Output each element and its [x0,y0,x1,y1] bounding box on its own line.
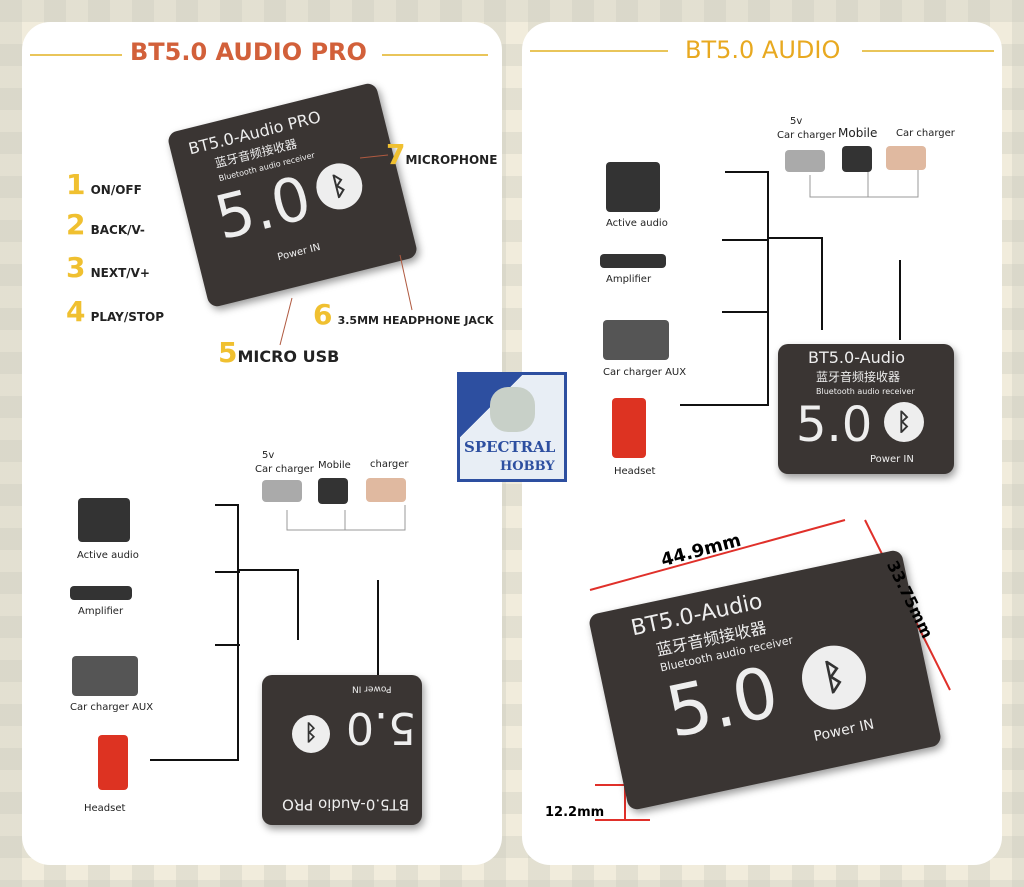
car-charger-image [785,150,825,172]
speaker-image [606,162,660,212]
left-title: BT5.0 AUDIO PRO [130,38,367,66]
robot-head-graphic [490,387,535,432]
device-model: BT5.0-Audio PRO [282,795,410,814]
device-big: 5.0 [796,397,873,453]
source-label: Car charger AUX [70,702,154,713]
callout-label: MICROPHONE [405,153,498,167]
title-rule [862,50,994,52]
charger-image [886,146,926,170]
bluetooth-icon: ᛒ [292,715,330,753]
callout-label: MICRO USB [237,347,340,366]
power-label: charger [370,459,409,470]
callout-label: BACK/V- [90,223,145,237]
callout-label: PLAY/STOP [90,310,165,324]
title-rule [530,50,668,52]
device-big: 5.0 [346,702,416,753]
source-label: Car charger AUX [603,367,687,378]
logo-line2: HOBBY [500,459,555,474]
mobile-charger-image [318,478,348,504]
callout-number: 5 [218,336,238,369]
device-en: Bluetooth audio receiver [816,387,915,396]
right-title: BT5.0 AUDIO [685,36,841,64]
bluetooth-icon: ᛒ [884,402,924,442]
audio-device: BT5.0-Audio 蓝牙音频接收器 Bluetooth audio rece… [778,344,954,474]
logo-line1: SPECTRAL [464,438,556,456]
device-power: Power IN [352,683,392,694]
callout-number: 7 [386,138,406,171]
callout-label: 3.5MM HEADPHONE JACK [337,314,494,327]
device-cn: 蓝牙音频接收器 [816,370,901,384]
headset-image [98,735,128,790]
callout-label: NEXT/V+ [90,266,150,280]
bluetooth-icon: ᛒ [796,639,872,716]
callout-4: 4 PLAY/STOP [66,295,164,328]
power-label: Car charger [896,128,955,139]
callout-5: 5MICRO USB [218,336,339,369]
callout-label: ON/OFF [90,183,142,197]
power-label: Car charger [255,464,314,475]
device-model: BT5.0-Audio [808,348,906,367]
amplifier-image [70,586,132,600]
headset-image [612,398,646,458]
callout-1: 1 ON/OFF [66,168,142,201]
power-5v-label: 5v [262,450,275,461]
dimension-height: 12.2mm [545,805,605,820]
car-charger-image [262,480,302,502]
source-label: Amplifier [606,274,652,285]
car-stereo-image [72,656,138,696]
title-rule [30,54,122,56]
callout-7: 7MICROPHONE [386,138,497,171]
spectral-hobby-logo: SPECTRAL HOBBY [457,372,567,482]
title-rule [382,54,488,56]
power-5v-label: 5v [790,116,803,127]
source-label: Active audio [77,550,139,561]
amplifier-image [600,254,666,268]
power-label: Car charger [777,130,836,141]
mobile-charger-image [842,146,872,172]
device-power: Power IN [812,716,876,745]
source-label: Headset [614,466,656,477]
charger-image [366,478,406,502]
speaker-image [78,498,130,542]
callout-number: 4 [66,295,86,328]
source-label: Headset [84,803,126,814]
pro-device-back: BT5.0-Audio PRO 5.0 ᛒ Power IN [262,675,422,825]
source-label: Active audio [606,218,668,229]
device-power: Power IN [870,454,914,465]
power-label: Mobile [838,126,878,140]
callout-3: 3 NEXT/V+ [66,251,150,284]
callout-number: 6 [313,298,333,331]
car-stereo-image [603,320,669,360]
power-label: Mobile [318,460,351,471]
callout-6: 6 3.5MM HEADPHONE JACK [313,298,494,331]
callout-number: 2 [66,208,86,241]
callout-2: 2 BACK/V- [66,208,145,241]
callout-number: 3 [66,251,86,284]
device-big: 5.0 [659,650,786,755]
source-label: Amplifier [78,606,124,617]
callout-number: 1 [66,168,86,201]
